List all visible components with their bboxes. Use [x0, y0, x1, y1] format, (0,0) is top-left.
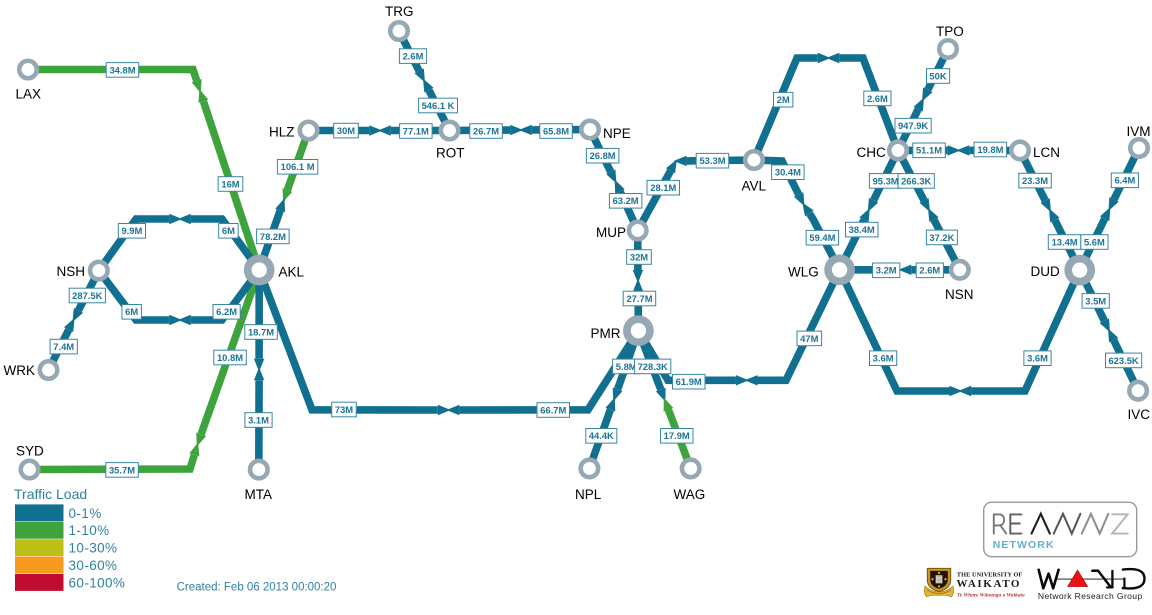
- svg-text:6M: 6M: [125, 306, 138, 317]
- svg-text:26.7M: 26.7M: [473, 125, 499, 136]
- svg-text:623.5K: 623.5K: [1108, 355, 1138, 366]
- svg-text:3.2M: 3.2M: [876, 265, 897, 276]
- svg-text:10.8M: 10.8M: [217, 352, 243, 363]
- svg-text:27.7M: 27.7M: [626, 293, 652, 304]
- svg-text:34.8M: 34.8M: [109, 64, 135, 75]
- svg-text:6.2M: 6.2M: [216, 306, 237, 317]
- svg-text:NETWORK: NETWORK: [993, 539, 1055, 551]
- svg-text:77.1M: 77.1M: [403, 125, 429, 136]
- svg-text:LCN: LCN: [1033, 145, 1060, 160]
- svg-text:546.1 K: 546.1 K: [422, 100, 455, 111]
- svg-text:287.5K: 287.5K: [72, 290, 102, 301]
- svg-text:2.6M: 2.6M: [403, 51, 424, 62]
- svg-text:53.3M: 53.3M: [699, 155, 725, 166]
- svg-text:TPO: TPO: [936, 24, 964, 39]
- svg-text:30M: 30M: [337, 125, 355, 136]
- svg-text:23.3M: 23.3M: [1022, 175, 1048, 186]
- svg-text:17.9M: 17.9M: [664, 430, 690, 441]
- svg-text:13.4M: 13.4M: [1052, 236, 1078, 247]
- svg-text:NPE: NPE: [603, 126, 631, 141]
- svg-text:IVC: IVC: [1128, 407, 1151, 422]
- svg-text:30.4M: 30.4M: [775, 167, 801, 178]
- svg-text:DUD: DUD: [1031, 264, 1060, 279]
- svg-text:3.6M: 3.6M: [873, 353, 894, 364]
- svg-text:6M: 6M: [222, 225, 235, 236]
- svg-text:Created: Feb 06 2013 00:00:20: Created: Feb 06 2013 00:00:20: [177, 582, 337, 594]
- svg-text:ROT: ROT: [436, 146, 465, 161]
- svg-text:5.6M: 5.6M: [1084, 236, 1105, 247]
- svg-text:19.8M: 19.8M: [977, 144, 1003, 155]
- svg-text:9.9M: 9.9M: [121, 225, 142, 236]
- svg-text:28.1M: 28.1M: [650, 182, 676, 193]
- svg-text:MTA: MTA: [245, 487, 273, 502]
- svg-text:AKL: AKL: [279, 265, 305, 280]
- svg-text:2.6M: 2.6M: [919, 265, 940, 276]
- svg-text:728.3K: 728.3K: [638, 361, 668, 372]
- svg-text:73M: 73M: [335, 404, 353, 415]
- svg-text:50K: 50K: [929, 70, 946, 81]
- svg-text:NSN: NSN: [945, 287, 974, 302]
- svg-text:NPL: NPL: [575, 487, 602, 502]
- svg-text:3.1M: 3.1M: [248, 414, 269, 425]
- svg-text:65.8M: 65.8M: [543, 125, 569, 136]
- svg-text:26.8M: 26.8M: [590, 150, 616, 161]
- svg-text:NSH: NSH: [57, 264, 86, 279]
- svg-text:AVL: AVL: [742, 179, 767, 194]
- svg-text:61.9M: 61.9M: [676, 376, 702, 387]
- svg-text:35.7M: 35.7M: [109, 464, 135, 475]
- svg-text:2M: 2M: [777, 94, 790, 105]
- svg-text:WRK: WRK: [4, 363, 36, 378]
- svg-text:Traffic Load: Traffic Load: [14, 486, 87, 502]
- svg-text:7.4M: 7.4M: [53, 341, 74, 352]
- svg-text:95.3M: 95.3M: [873, 175, 899, 186]
- svg-text:30-60%: 30-60%: [69, 558, 118, 573]
- svg-text:3.6M: 3.6M: [1027, 353, 1048, 364]
- svg-text:WLG: WLG: [788, 264, 819, 279]
- svg-text:78.2M: 78.2M: [260, 231, 286, 242]
- svg-text:266.3K: 266.3K: [901, 175, 931, 186]
- svg-text:THE UNIVERSITY OF: THE UNIVERSITY OF: [957, 572, 1023, 579]
- svg-text:44.4K: 44.4K: [589, 430, 614, 441]
- svg-text:66.7M: 66.7M: [540, 404, 566, 415]
- svg-text:60-100%: 60-100%: [69, 575, 126, 590]
- svg-text:37.2K: 37.2K: [929, 232, 954, 243]
- svg-text:WAIKATO: WAIKATO: [957, 578, 1022, 590]
- svg-text:Te Whare Wānanga o Waikato: Te Whare Wānanga o Waikato: [957, 593, 1025, 599]
- svg-text:18.7M: 18.7M: [248, 326, 274, 337]
- svg-text:32M: 32M: [630, 251, 648, 262]
- svg-text:HLZ: HLZ: [269, 125, 295, 140]
- svg-text:PMR: PMR: [591, 326, 621, 341]
- svg-text:WAG: WAG: [674, 487, 706, 502]
- svg-text:CHC: CHC: [857, 145, 886, 160]
- svg-text:38.4M: 38.4M: [849, 224, 875, 235]
- svg-text:47M: 47M: [800, 333, 818, 344]
- svg-text:63.2M: 63.2M: [613, 195, 639, 206]
- svg-text:51.1M: 51.1M: [916, 145, 942, 156]
- svg-text:947.9K: 947.9K: [898, 120, 928, 131]
- svg-text:106.1 M: 106.1 M: [281, 161, 315, 172]
- svg-text:2.6M: 2.6M: [867, 93, 888, 104]
- svg-text:Network Research Group: Network Research Group: [1038, 591, 1143, 601]
- svg-text:6.4M: 6.4M: [1114, 175, 1135, 186]
- svg-text:5.8M: 5.8M: [616, 361, 637, 372]
- svg-text:LAX: LAX: [16, 87, 42, 102]
- svg-text:10-30%: 10-30%: [69, 541, 118, 556]
- svg-text:TRG: TRG: [385, 4, 414, 19]
- svg-text:IVM: IVM: [1127, 124, 1151, 139]
- svg-text:59.4M: 59.4M: [809, 232, 835, 243]
- svg-text:0-1%: 0-1%: [69, 506, 102, 521]
- svg-text:SYD: SYD: [16, 444, 44, 459]
- svg-text:MUP: MUP: [596, 225, 626, 240]
- svg-text:16M: 16M: [221, 178, 239, 189]
- svg-text:3.5M: 3.5M: [1085, 295, 1106, 306]
- svg-text:1-10%: 1-10%: [69, 523, 110, 538]
